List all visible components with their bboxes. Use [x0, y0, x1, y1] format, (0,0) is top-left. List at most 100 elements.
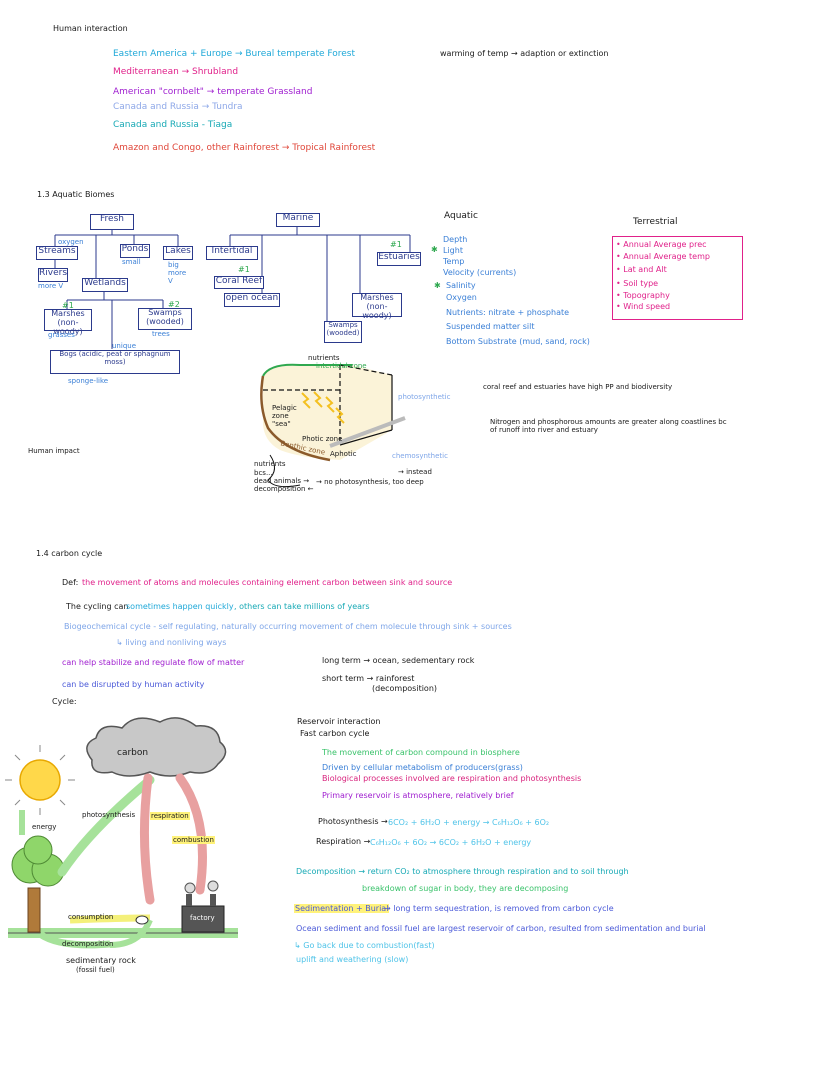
- coral-rank: #1: [238, 265, 250, 274]
- terrestrial-factor: • Wind speed: [616, 302, 671, 311]
- sedimentation-text: → long term sequestration, is removed fr…: [384, 904, 614, 913]
- aquatic-factor: Temp: [443, 257, 465, 266]
- uplift-line: uplift and weathering (slow): [296, 955, 409, 964]
- star-icon: ✱: [434, 281, 441, 290]
- aquatic-factor: Suspended matter silt: [446, 322, 535, 331]
- fossil-label: (fossil fuel): [76, 966, 115, 974]
- aquatic-factor: Velocity (currents): [443, 268, 517, 277]
- tree-icon: [11, 835, 65, 933]
- respiration-label: respiration: [150, 812, 190, 821]
- decomposition-line2: breakdown of sugar in body, they are dec…: [362, 884, 569, 893]
- cycling-slow: , others can take millions of years: [234, 602, 370, 611]
- short-term-sub: (decomposition): [372, 684, 438, 693]
- fast-cycle-title: Fast carbon cycle: [300, 729, 370, 738]
- marshes-note: grasses: [48, 331, 75, 339]
- biome-line: Mediterranean → Shrubland: [113, 67, 239, 77]
- fast-point: The movement of carbon compound in biosp…: [322, 748, 520, 757]
- terrestrial-box: [612, 236, 743, 320]
- swamps-node: Swamps (wooded): [138, 308, 192, 330]
- fast-point: Biological processes involved are respir…: [322, 774, 582, 783]
- decomposition-line: Decomposition → return CO₂ to atmosphere…: [296, 867, 629, 876]
- wetlands-node: Wetlands: [82, 278, 128, 292]
- bogs-note: unique: [112, 342, 137, 350]
- photosynthesis-eq-label: Photosynthesis →: [318, 817, 388, 826]
- cloud-label: carbon: [117, 748, 149, 758]
- swamps-note: trees: [152, 330, 170, 338]
- reservoir-title: Reservoir interaction: [297, 717, 381, 726]
- aquatic-biomes-heading: 1.3 Aquatic Biomes: [37, 190, 115, 199]
- aquatic-factor: Light: [443, 246, 463, 255]
- aquatic-factor: Depth: [443, 235, 468, 244]
- fast-point: Primary reservoir is atmosphere, relativ…: [322, 791, 514, 800]
- terrestrial-title: Terrestrial: [633, 217, 678, 227]
- no-photosynthesis-note: → no photosynthesis, too deep: [316, 478, 424, 486]
- fresh-node: Fresh: [90, 214, 134, 230]
- rivers-node: Rivers: [38, 268, 68, 282]
- aquatic-factor: Bottom Substrate (mud, sand, rock): [446, 337, 590, 346]
- human-impact-label: Human impact: [28, 447, 80, 455]
- nutrients-top-label: nutrients: [308, 354, 340, 362]
- human-interaction-heading: Human interaction: [53, 24, 128, 33]
- disrupted-line: can be disrupted by human activity: [62, 680, 205, 689]
- streams-node: Streams: [36, 246, 78, 260]
- chemosynthetic-label: chemosynthetic: [392, 452, 448, 460]
- biome-line: Amazon and Congo, other Rainforest → Tro…: [113, 143, 376, 153]
- carbon-cycle-heading: 1.4 carbon cycle: [36, 549, 103, 558]
- aphotic-label: Aphotic: [330, 450, 357, 458]
- photosynthesis-eq: 6CO₂ + 6H₂O + energy → C₆H₁₂O₆ + 6O₂: [388, 818, 550, 827]
- terrestrial-factor: • Topography: [616, 291, 670, 300]
- aquatic-factors-title: Aquatic: [444, 211, 478, 221]
- bogs-note2: sponge-like: [68, 377, 109, 385]
- aquatic-factor: Oxygen: [446, 293, 477, 302]
- left-note: decomposition ←: [254, 485, 314, 493]
- estuaries-node: Estuaries: [377, 252, 421, 266]
- energy-label: energy: [32, 823, 57, 831]
- def-label: Def:: [62, 578, 79, 587]
- respiration-eq: C₆H₁₂O₆ + 6O₂ → 6CO₂ + 6H₂O + energy: [370, 838, 532, 847]
- intertidal-zone-label: intertidal zone: [316, 362, 367, 370]
- warming-note: warming of temp → adaption or extinction: [440, 49, 609, 58]
- intertidal-node: Intertidal: [206, 246, 258, 260]
- aquatic-factor: Nutrients: nitrate + phosphate: [446, 308, 570, 317]
- photic-label: Photic zone: [302, 435, 343, 443]
- coral-note: coral reef and estuaries have high PP an…: [483, 383, 673, 391]
- streams-note: oxygen: [58, 238, 84, 246]
- definition: the movement of atoms and molecules cont…: [82, 578, 453, 587]
- biome-line: American "cornbelt" → temperate Grasslan…: [113, 87, 313, 97]
- marine-swamps-node: Swamps (wooded): [324, 321, 362, 343]
- stabilize-line: can help stabilize and regulate flow of …: [62, 658, 245, 667]
- factory-label: factory: [190, 914, 215, 922]
- terrestrial-factor: • Lat and Alt: [616, 265, 667, 274]
- factory-icon: [181, 880, 225, 933]
- photosynthesis-label: photosynthesis: [82, 811, 136, 819]
- ponds-node: Ponds: [120, 244, 150, 258]
- open-ocean-node: open ocean: [224, 293, 280, 307]
- marshes-rank: #1: [62, 301, 74, 310]
- left-note: bcs...: [254, 469, 273, 477]
- biogeo-sub: ↳ living and nonliving ways: [116, 638, 227, 647]
- swamps-rank: #2: [168, 300, 180, 309]
- nitrogen-note: Nitrogen and phosphorous amounts are gre…: [490, 418, 727, 435]
- lakes-node: Lakes: [163, 246, 193, 260]
- fast-point: Driven by cellular metabolism of produce…: [322, 763, 523, 772]
- lakes-note: big more V: [168, 261, 187, 286]
- marine-marshes-node: Marshes (non-woody): [352, 293, 402, 319]
- combustion-label: combustion: [172, 836, 215, 845]
- biome-line: Canada and Russia - Tiaga: [113, 120, 233, 130]
- respiration-eq-label: Respiration →: [316, 837, 371, 846]
- decomposition-label: decomposition: [62, 940, 114, 948]
- sun-icon: [5, 745, 75, 815]
- left-note: nutrients: [254, 460, 286, 468]
- sedimentary-label: sedimentary rock: [66, 956, 136, 965]
- pelagic-label: Pelagic zone "sea": [272, 404, 297, 429]
- marine-node: Marine: [276, 213, 320, 227]
- ponds-note: small: [122, 258, 141, 266]
- star-icon: ✱: [431, 245, 438, 254]
- terrestrial-factor: • Soil type: [616, 279, 659, 288]
- instead-note: → instead: [398, 468, 432, 476]
- short-term-line: short term → rainforest: [322, 674, 415, 683]
